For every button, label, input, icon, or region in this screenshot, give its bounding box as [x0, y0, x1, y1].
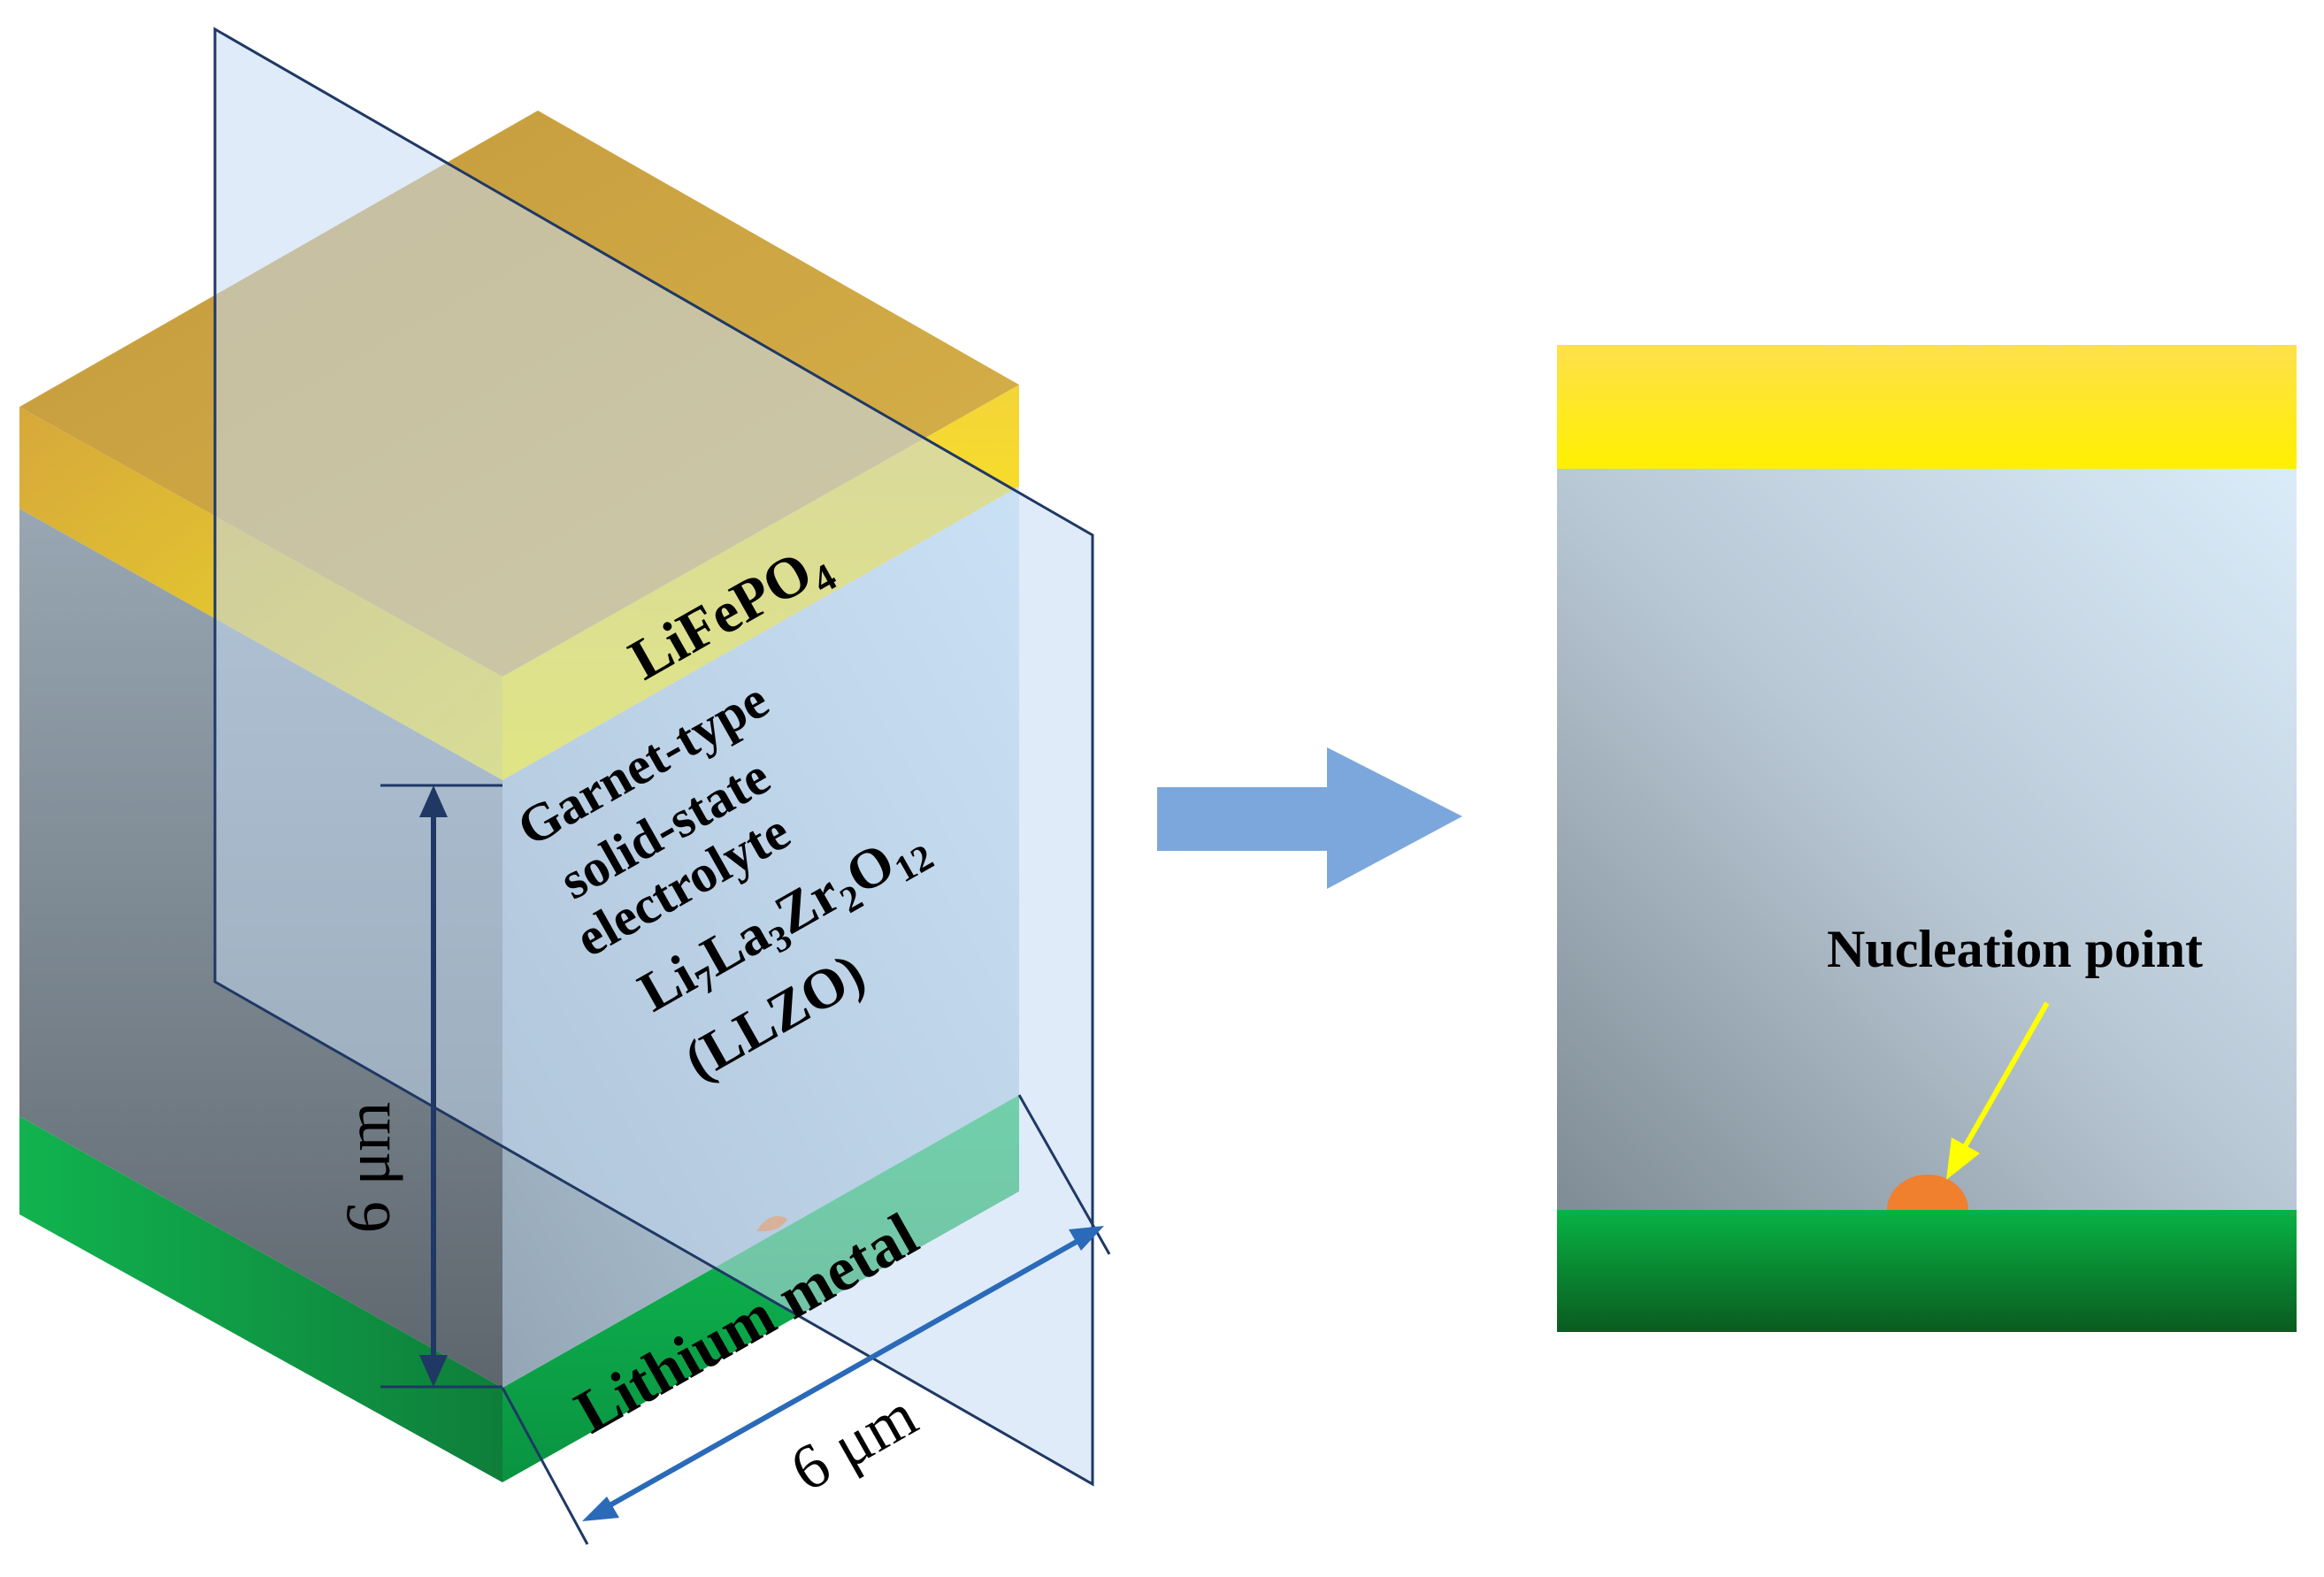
- nucleation-label: Nucleation point: [1827, 920, 2203, 978]
- section-plane: [213, 27, 1094, 1487]
- section-anode-layer: [1557, 1210, 2297, 1332]
- height-arrow-top: [419, 785, 448, 817]
- nucleation-pointer-head: [1946, 1137, 1980, 1180]
- anode-left-face: [19, 1116, 502, 1482]
- width-arrow-right: [1069, 1226, 1104, 1251]
- cross-section: Nucleation point: [1557, 345, 2297, 1332]
- height-arrow-bottom: [419, 1355, 448, 1387]
- section-plane-fill: [213, 27, 1094, 1487]
- nucleation-point: [1887, 1175, 1968, 1210]
- section-electrolyte-layer: [1557, 469, 2297, 1210]
- nucleation-pointer-line: [1960, 1001, 2050, 1153]
- height-dimension: 6 μm: [333, 784, 502, 1389]
- section-cathode-layer: [1557, 345, 2297, 469]
- width-arrow-left: [582, 1497, 619, 1521]
- width-dimension-line: [589, 1229, 1097, 1519]
- transition-arrow: [1157, 747, 1462, 889]
- height-dimension-label: 6 μm: [333, 1102, 403, 1234]
- width-ext-left: [501, 1387, 589, 1545]
